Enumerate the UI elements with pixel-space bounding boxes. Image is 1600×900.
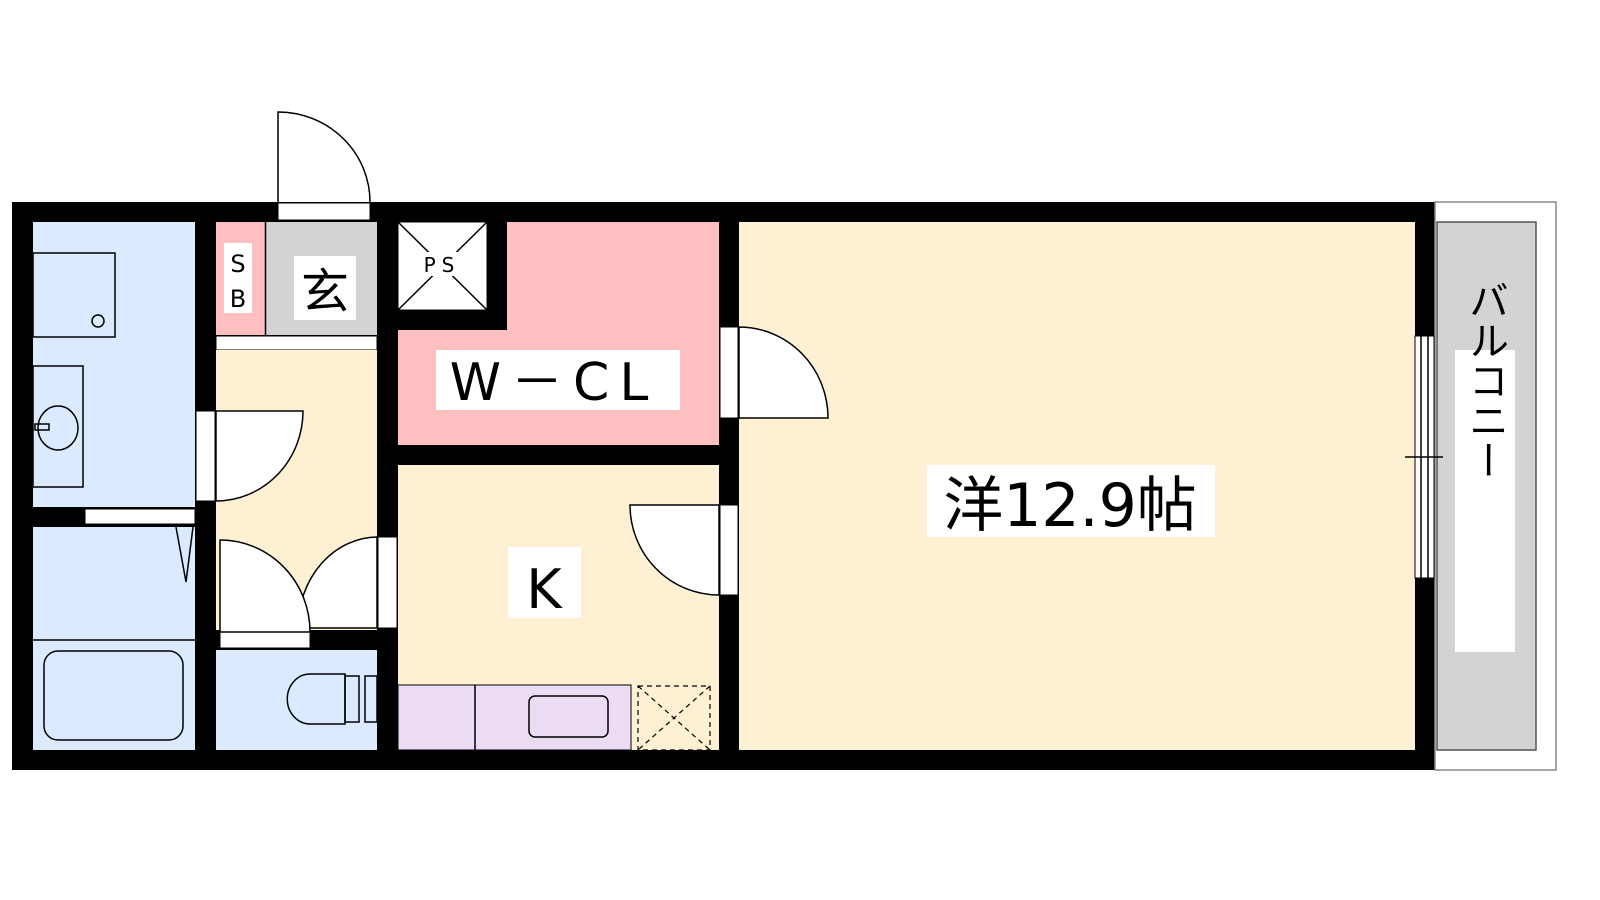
kitchen-label: K (526, 558, 563, 621)
balcony-label: バルコニー (1462, 280, 1508, 480)
western-room-door[interactable] (719, 326, 829, 419)
toilet-door[interactable] (219, 539, 311, 633)
washroom (32, 222, 195, 507)
balcony-window[interactable] (1405, 335, 1443, 579)
walk-in-closet-label: W－CL (450, 353, 659, 413)
entrance-label: 玄 (301, 264, 349, 320)
shoe-box-label-s: S (230, 250, 245, 278)
toilet-room (216, 650, 378, 750)
western-room-label: 洋12.9帖 (943, 471, 1197, 541)
washing-machine-icon (32, 252, 116, 338)
entrance-door[interactable] (277, 111, 371, 221)
washroom-door[interactable] (195, 410, 304, 502)
sink-icon (32, 365, 84, 488)
shoe-box-label-b: B (230, 285, 246, 313)
kitchen-sink-icon (528, 695, 609, 738)
bathtub-icon (43, 650, 184, 741)
balcony: バルコニー (1434, 201, 1557, 771)
kitchen-door[interactable] (629, 504, 739, 596)
pipe-space-label: PS (424, 253, 461, 277)
kitchen-counter (397, 684, 632, 751)
hall-kitchen-door[interactable] (297, 536, 398, 629)
fridge-space-icon (637, 685, 711, 751)
bathroom (33, 526, 195, 750)
toilet-icon (286, 673, 346, 725)
